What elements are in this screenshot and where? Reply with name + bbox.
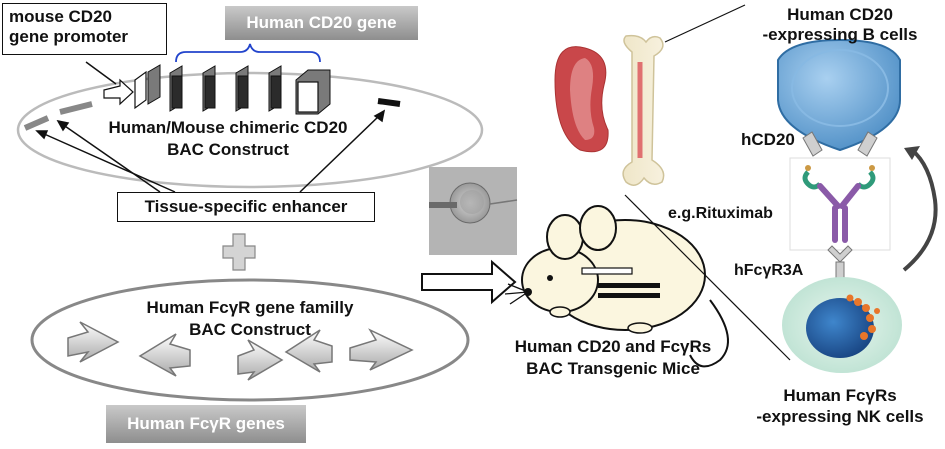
promoter-label-box: mouse CD20 gene promoter (2, 3, 167, 55)
b-cells-label: Human CD20 -expressing B cells (745, 5, 935, 45)
b-cells-line1: Human CD20 (787, 5, 893, 24)
receptor-label: hFcγR3A (734, 262, 804, 279)
plus-icon (222, 233, 256, 271)
feedback-arrow-icon (902, 148, 938, 272)
fcgr-genes-banner: Human FcγR genes (106, 405, 306, 443)
chimeric-construct-line2: BAC Construct (167, 140, 289, 159)
hcd20-label: hCD20 (741, 130, 795, 149)
chimeric-bac-plasmid (16, 71, 484, 189)
nk-cells-label: Human FcγRs -expressing NK cells (745, 385, 935, 427)
gene-bracket (175, 43, 321, 63)
antibody-label: e.g.Rituximab (668, 205, 773, 222)
fcgr-construct-line2: BAC Construct (189, 320, 311, 339)
fcgr-bac-plasmid (30, 278, 470, 402)
promoter-arrow-icon (103, 78, 134, 106)
enhancer-label: Tissue-specific enhancer (117, 192, 375, 222)
transgenic-mouse-icon (504, 205, 729, 368)
enhancer-segment (23, 115, 50, 131)
bone-marrow-icon (622, 34, 665, 186)
enhancer-segment (377, 98, 401, 107)
nk-cell-icon (782, 277, 902, 373)
fcgr-gene-arrows (67, 321, 414, 381)
enhancer-segment (59, 101, 93, 115)
fcgr-construct-line1: Human FcγR gene familly (146, 298, 354, 317)
b-cell-icon (777, 38, 901, 152)
fcgr-construct-label: Human FcγR gene familly BAC Construct (110, 297, 390, 341)
cd20-gene-banner: Human CD20 gene (225, 6, 418, 40)
promoter-label-line1: mouse CD20 (9, 7, 112, 26)
hcd20-receptor-icon (802, 131, 878, 157)
b-cells-line2: -expressing B cells (762, 25, 918, 44)
promoter-label-line2: gene promoter (9, 27, 129, 46)
mice-label-line1: Human CD20 and FcγRs (514, 337, 712, 356)
nk-cells-line2: -expressing NK cells (756, 407, 924, 426)
chimeric-construct-line1: Human/Mouse chimeric CD20 (108, 118, 348, 137)
chimeric-construct-label: Human/Mouse chimeric CD20 BAC Construct (88, 117, 368, 161)
nk-cells-line1: Human FcγRs (783, 386, 897, 405)
rituximab-antibody-icon (802, 165, 876, 243)
transfer-arrow-icon (421, 259, 517, 305)
exon-block (134, 70, 147, 110)
mice-label: Human CD20 and FcγRs BAC Transgenic Mice (508, 336, 718, 380)
mice-label-line2: BAC Transgenic Mice (526, 359, 700, 378)
